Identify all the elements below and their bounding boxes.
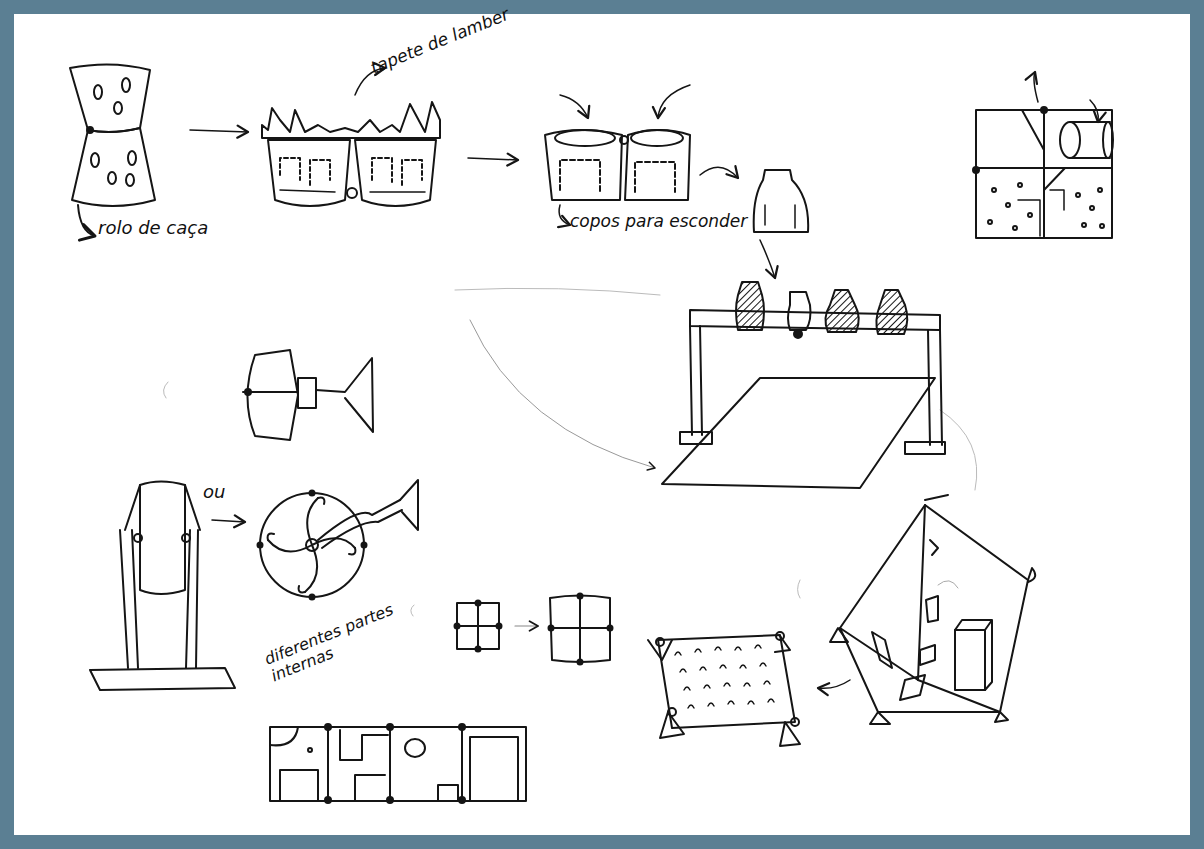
folding-panel-sketch — [973, 72, 1113, 238]
licking-mat-box-sketch — [262, 68, 440, 206]
bottle-frame-sketch — [662, 282, 945, 488]
internal-parts-strip-sketch — [270, 724, 526, 803]
hiding-cups-sketch — [545, 85, 808, 278]
wall-spinner-sketch — [163, 350, 373, 440]
modular-squares-sketch — [411, 594, 613, 665]
drum-stand-sketch — [90, 482, 235, 691]
circular-spinner-sketch — [258, 480, 419, 600]
textured-mat-sketch — [648, 580, 800, 746]
hunting-roller-sketch — [70, 64, 155, 236]
annotation-label: copos para esconder — [570, 212, 770, 232]
annotation-label: rolo de caça — [98, 218, 268, 239]
annotation-label: ou — [203, 482, 243, 503]
play-station-sketch — [818, 495, 1035, 724]
